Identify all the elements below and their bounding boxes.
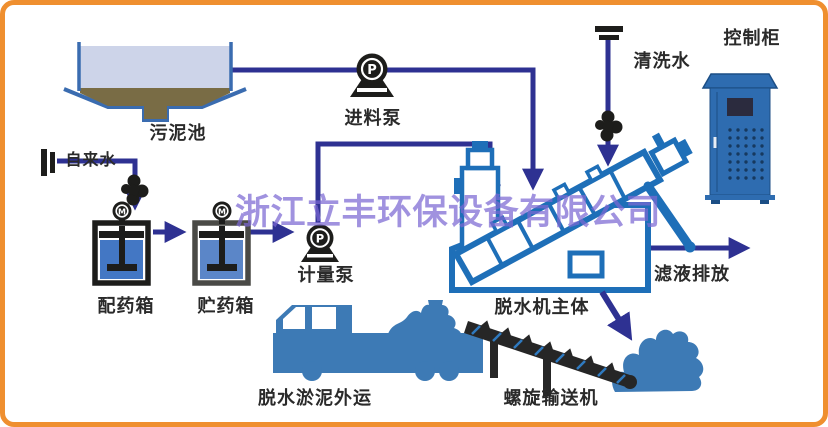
sludge-load — [388, 300, 461, 334]
label-screw-conveyor: 螺旋输送机 — [503, 388, 599, 408]
label-filtrate-discharge: 滤液排放 — [654, 264, 730, 284]
dosing-tank: M — [92, 201, 151, 286]
process-flow-canvas: M M P P — [41, 26, 779, 396]
feed-pump-icon: P — [350, 53, 394, 97]
cabinet-button-grid — [726, 127, 764, 181]
pipes — [57, 37, 751, 260]
label-sludge-pool: 污泥池 — [149, 123, 207, 143]
machine-screw-drum — [451, 147, 665, 287]
label-sludge-truck: 脱水淤泥外运 — [258, 388, 372, 408]
cabinet-handle — [713, 137, 717, 148]
label-dosing-tank: 配药箱 — [97, 296, 155, 316]
metering-pump-icon: P — [301, 224, 339, 262]
motor-symbol: M — [218, 208, 226, 217]
label-control-cabinet: 控制柜 — [723, 28, 781, 48]
pump-symbol: P — [316, 232, 324, 246]
sludge-pile — [612, 329, 704, 392]
control-cabinet — [701, 73, 779, 204]
tap-water-source-icon — [41, 149, 55, 176]
label-storage-tank: 贮药箱 — [197, 296, 255, 316]
motor-symbol: M — [118, 208, 126, 217]
wash-water-source-icon — [595, 26, 623, 40]
sludge-pool — [63, 42, 247, 122]
mixer-motor-icon: M — [212, 201, 232, 221]
sludge-truck — [273, 300, 483, 381]
machine-feed-tower — [454, 141, 501, 253]
feed-pipe — [231, 67, 545, 191]
mixer-motor-icon: M — [112, 201, 132, 221]
machine-drive-motor — [643, 132, 696, 253]
wash-water-valve-icon — [595, 110, 623, 142]
label-tap-water: 自来水 — [65, 152, 117, 169]
cake-discharge-arrow — [599, 290, 633, 341]
dewatering-machine — [449, 132, 696, 293]
storage-tank: M — [192, 201, 251, 286]
pump-symbol: P — [367, 63, 377, 78]
tap-water-valve-icon — [121, 174, 149, 206]
screw-conveyor — [464, 320, 637, 396]
label-wash-water: 清洗水 — [633, 51, 691, 71]
label-dewatering-machine: 脱水机主体 — [494, 297, 590, 317]
cabinet-screen — [727, 98, 753, 116]
label-feed-pump: 进料泵 — [344, 108, 402, 128]
label-metering-pump: 计量泵 — [297, 265, 355, 285]
